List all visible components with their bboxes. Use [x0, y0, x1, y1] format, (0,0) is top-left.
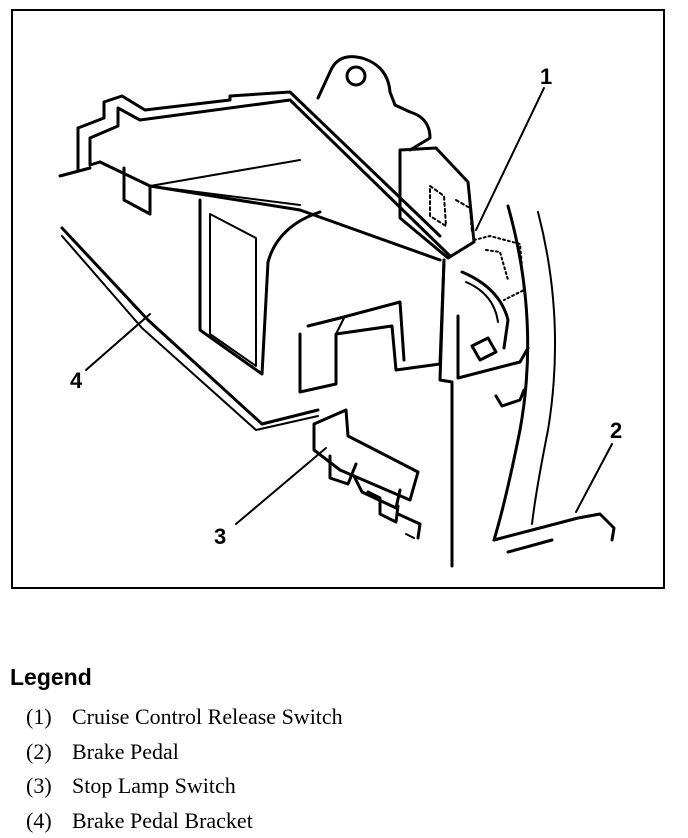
legend-item-stop-lamp-switch: (3) Stop Lamp Switch [26, 769, 343, 804]
bracket-lower-side [60, 226, 320, 426]
callout-3: 3 [214, 524, 226, 549]
callout-2: 2 [610, 418, 622, 443]
mounting-hole [345, 65, 367, 87]
release-switch-body [398, 146, 476, 260]
bracket-mounting-tab [316, 55, 432, 152]
legend-label: Stop Lamp Switch [72, 773, 236, 798]
legend-item-cruise-control-release-switch: (1) Cruise Control Release Switch [26, 700, 343, 735]
legend-number: (4) [26, 807, 52, 833]
bracket-notch [298, 258, 446, 394]
leader-line-3 [235, 447, 327, 525]
callout-4: 4 [70, 368, 83, 393]
callout-1: 1 [540, 64, 552, 89]
legend-list: (1) Cruise Control Release Switch (2) Brak… [26, 700, 343, 838]
legend-label: Brake Pedal Bracket [72, 807, 253, 833]
legend-number: (1) [26, 704, 52, 729]
legend-item-brake-pedal: (2) Brake Pedal [26, 735, 343, 770]
legend-number: (3) [26, 773, 52, 798]
legend-label: Cruise Control Release Switch [72, 704, 343, 729]
leader-line-4 [85, 313, 151, 371]
legend-label: Brake Pedal [72, 738, 179, 764]
release-switch-wire [460, 270, 510, 350]
legend-number: (2) [26, 738, 52, 764]
legend-item-brake-pedal-bracket: (4) Brake Pedal Bracket [26, 804, 343, 838]
bracket-window [198, 198, 322, 376]
diagram-frame [11, 9, 665, 589]
diagram-illustration: 1 2 3 4 [58, 55, 622, 568]
brake-pedal-arm [492, 204, 530, 542]
leader-line-1 [475, 87, 545, 231]
legend-title: Legend [10, 664, 92, 690]
mounting-plate [438, 258, 454, 568]
bracket-top-edge [76, 90, 442, 238]
leader-line-2 [575, 443, 613, 513]
